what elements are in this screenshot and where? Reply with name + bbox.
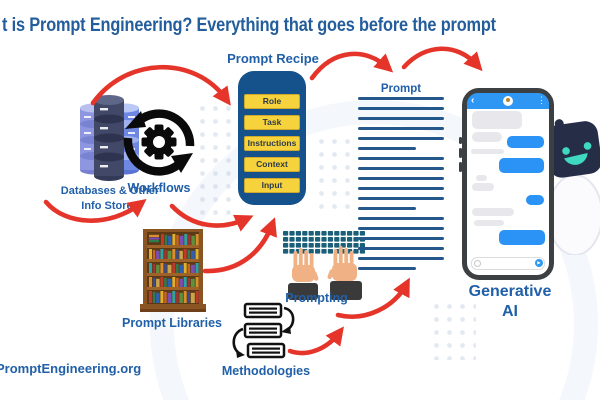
prompt-lines	[358, 97, 444, 277]
phone-side-button	[459, 162, 462, 172]
prompt-text-line	[358, 227, 444, 230]
chat-header: ‹ ⋮	[467, 93, 549, 109]
emoji-icon	[474, 260, 481, 267]
databases-label-line2: Info Stores	[81, 199, 139, 212]
send-button: ▶	[535, 259, 543, 267]
message-input: ▶	[471, 257, 545, 270]
prompt-label: Prompt	[380, 83, 422, 95]
phone-side-button	[459, 137, 462, 144]
generative-ai-label: Generative AI	[452, 282, 568, 322]
prompt-text-line	[358, 107, 444, 110]
databases-label-line1: Databases & Other	[60, 185, 160, 197]
prompt-text-line	[358, 197, 444, 200]
chat-bubble-right	[499, 230, 545, 245]
prompt-text-line	[358, 257, 444, 260]
workflow-cycle-gear-icon	[123, 109, 195, 176]
prompt-recipe-label: Prompt Recipe	[227, 51, 319, 66]
stacked-list-cycle-icon	[232, 302, 295, 359]
prompt-text-line	[358, 237, 444, 240]
chat-area	[467, 109, 549, 252]
page-title: t is Prompt Engineering? Everything that…	[2, 15, 496, 36]
site-credit: PromptEngineering.org	[0, 361, 142, 376]
prompt-text-line	[358, 147, 417, 150]
generative-ai-label-line2: AI	[502, 303, 518, 320]
chat-phone: ‹ ⋮ ▶	[459, 88, 554, 280]
prompt-text-line	[358, 187, 444, 190]
background-dots-decoration	[315, 135, 355, 210]
chat-bubble-left	[472, 208, 514, 216]
prompt-text-line	[358, 247, 444, 250]
prompt-text-line	[358, 127, 444, 130]
prompt-text-line	[358, 97, 444, 100]
prompt-text-line	[358, 207, 417, 210]
prompt-text-line	[358, 267, 417, 270]
recipe-item-role: Role	[244, 94, 300, 109]
back-icon: ‹	[471, 95, 475, 106]
generative-ai-label-line1: Generative	[468, 283, 552, 300]
avatar	[503, 96, 513, 106]
prompting-label: Prompting	[285, 291, 348, 305]
chat-bubble-left	[472, 183, 494, 191]
background-dots-decoration	[430, 300, 476, 360]
arrow-prompt-to-genai	[401, 46, 483, 72]
right-hand	[327, 246, 357, 281]
prompt-text-line	[358, 177, 444, 180]
prompt-text-line	[358, 117, 444, 120]
chat-bubble-left	[472, 132, 502, 142]
prompt-text-line	[358, 167, 444, 170]
chat-bubble-left	[474, 220, 504, 226]
chat-bubble-left	[472, 111, 522, 129]
bookshelf-icon	[140, 229, 206, 312]
recipe-item-input: Input	[244, 178, 300, 193]
recipe-item-instructions: Instructions	[244, 136, 300, 151]
prompt-libraries-label: Prompt Libraries	[121, 316, 223, 330]
chat-bubble-left	[476, 175, 487, 181]
prompt-text-line	[358, 157, 444, 160]
chat-bubble-right	[507, 136, 544, 148]
prompt-text-line	[358, 217, 444, 220]
chat-bubble-right	[499, 158, 544, 173]
chat-bubble-right	[526, 195, 544, 205]
methodologies-label: Methodologies	[221, 364, 311, 378]
left-hand	[292, 248, 319, 282]
menu-dots-icon: ⋮	[537, 95, 546, 105]
robot-assistant-icon	[545, 119, 600, 255]
chat-bubble-left	[471, 149, 504, 154]
workflows-label: Workflows	[127, 181, 191, 195]
recipe-item-task: Task	[244, 115, 300, 130]
recipe-item-context: Context	[244, 157, 300, 172]
prompt-text-line	[358, 137, 444, 140]
phone-side-button	[459, 148, 462, 158]
